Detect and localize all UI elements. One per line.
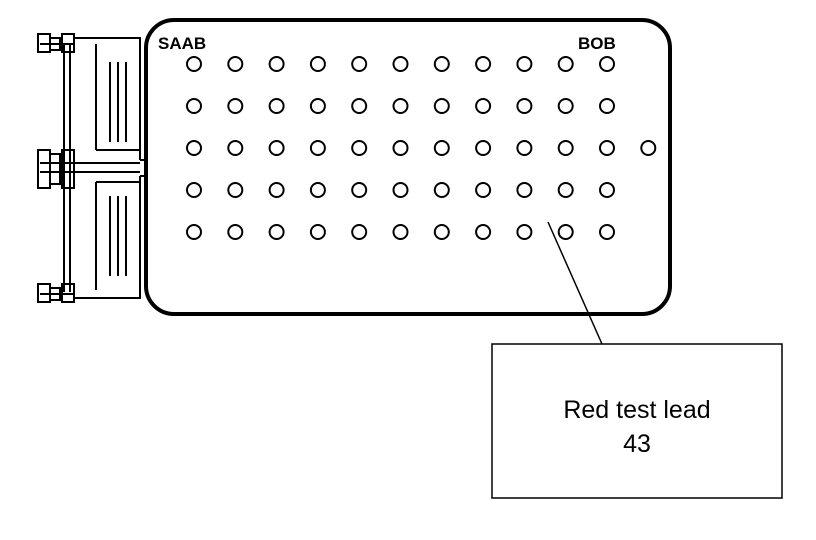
pin-hole (516, 98, 533, 114)
pin-hole (186, 56, 202, 72)
pin-hole (268, 224, 285, 240)
top-cable-clip (37, 33, 75, 53)
pin-hole (351, 182, 368, 198)
callout-leader-line (547, 221, 603, 345)
bottom-cable-clip (37, 283, 75, 303)
pin-hole (599, 98, 615, 114)
pin-hole (640, 140, 657, 156)
pin-hole (392, 56, 409, 72)
pin-hole (516, 224, 533, 240)
pin-hole (557, 182, 574, 198)
callout-line-2: 43 (623, 430, 651, 458)
breakout-box-outline (144, 18, 672, 316)
pin-grid (186, 56, 657, 240)
pin-hole (392, 182, 409, 198)
pin-hole (227, 56, 244, 72)
pin-hole (557, 98, 574, 114)
pin-hole (516, 140, 533, 156)
pin-hole (309, 182, 326, 198)
pin-hole (309, 224, 326, 240)
pin-hole (309, 56, 326, 72)
lower-ribbon-cable (74, 176, 141, 299)
pin-hole (268, 182, 285, 198)
pin-hole (351, 98, 368, 114)
pin-hole (599, 56, 615, 72)
pin-hole (557, 56, 574, 72)
pin-hole (475, 56, 492, 72)
callout-line-1: Red test lead (563, 396, 710, 424)
cable-connector-assembly (37, 33, 146, 303)
pin-hole (268, 98, 285, 114)
pin-hole (309, 140, 326, 156)
pin-hole (186, 98, 202, 114)
pin-hole (433, 56, 450, 72)
pin-hole (433, 98, 450, 114)
callout-box (491, 343, 783, 499)
pin-hole (392, 98, 409, 114)
pin-hole (599, 140, 615, 156)
saab-label: SAAB (158, 34, 206, 53)
middle-cable-clip (37, 149, 140, 189)
pin-hole (351, 140, 368, 156)
pin-hole (516, 56, 533, 72)
pin-hole (186, 182, 202, 198)
pin-hole (227, 224, 244, 240)
pin-hole (433, 224, 450, 240)
pin-hole (392, 224, 409, 240)
pin-hole (227, 98, 244, 114)
pin-hole (433, 140, 450, 156)
pin-hole (475, 98, 492, 114)
pin-hole (392, 140, 409, 156)
pin-hole (475, 224, 492, 240)
pin-hole (433, 182, 450, 198)
pin-hole (186, 224, 202, 240)
pin-hole (599, 224, 615, 240)
pin-hole (557, 224, 574, 240)
pin-hole (351, 56, 368, 72)
pin-hole (309, 98, 326, 114)
upper-ribbon-cable (74, 37, 141, 160)
pin-hole (227, 140, 244, 156)
bob-label: BOB (578, 34, 616, 53)
pin-hole (599, 182, 615, 198)
pin-hole (268, 56, 285, 72)
pin-hole (475, 140, 492, 156)
pin-hole (186, 140, 202, 156)
pin-hole (268, 140, 285, 156)
pin-hole (557, 140, 574, 156)
pin-hole (516, 182, 533, 198)
pin-hole (351, 224, 368, 240)
pin-hole (227, 182, 244, 198)
pin-hole (475, 182, 492, 198)
